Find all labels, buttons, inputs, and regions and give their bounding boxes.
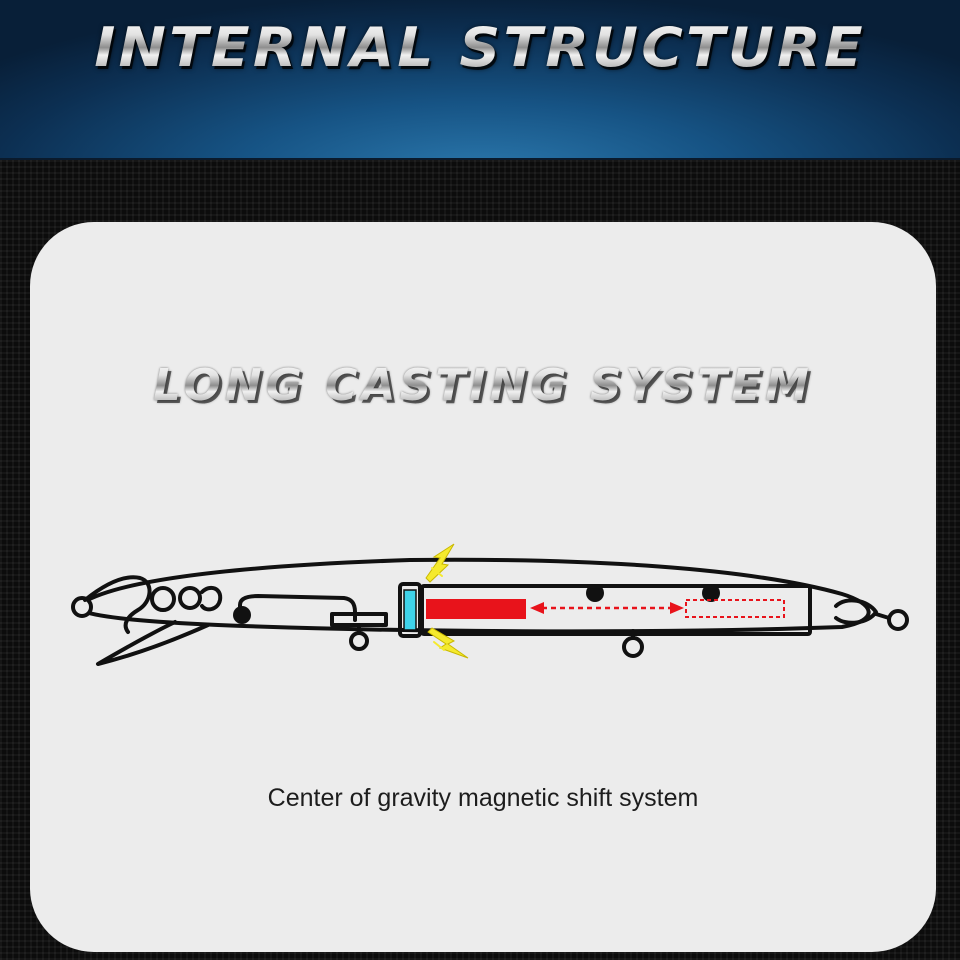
diving-lip <box>96 620 210 666</box>
magnet-block <box>403 589 417 631</box>
hook-eye-front <box>349 631 369 651</box>
eye-socket <box>83 575 152 634</box>
tail-connector <box>874 612 891 620</box>
magnetic-spark-bottom <box>427 627 469 659</box>
sliding-weight <box>426 599 526 619</box>
front-weight-ball <box>233 606 251 624</box>
weight-end-position <box>685 599 785 618</box>
channel-ball-1 <box>586 584 604 602</box>
tail-hook-eye <box>887 609 909 631</box>
page-title: INTERNAL STRUCTURE <box>0 16 960 79</box>
arrow-head-right <box>670 602 684 614</box>
eye-ring-1 <box>150 586 176 612</box>
hook-eye-rear <box>622 636 644 658</box>
diagram-caption: Center of gravity magnetic shift system <box>267 784 699 812</box>
arrow-head-left <box>530 602 544 614</box>
magnetic-spark-top <box>425 543 455 583</box>
front-weight-chamber <box>238 594 357 622</box>
section-title: LONG CASTING SYSTEM <box>30 360 936 411</box>
channel-ball-2 <box>702 584 720 602</box>
spark-ray-1 <box>431 567 443 577</box>
lure-diagram <box>71 543 909 666</box>
line-tie-eye <box>71 596 93 618</box>
content-panel: LONG CASTING SYSTEM <box>30 222 936 952</box>
spark-ray-2 <box>433 641 445 651</box>
eye-ring-3 <box>200 585 223 612</box>
lure-body-outline <box>80 557 871 634</box>
belly-hook-hanger-front <box>330 612 388 627</box>
header-banner: INTERNAL STRUCTURE <box>0 0 960 160</box>
eye-ring-2 <box>178 586 202 610</box>
magnet-housing <box>398 582 422 638</box>
